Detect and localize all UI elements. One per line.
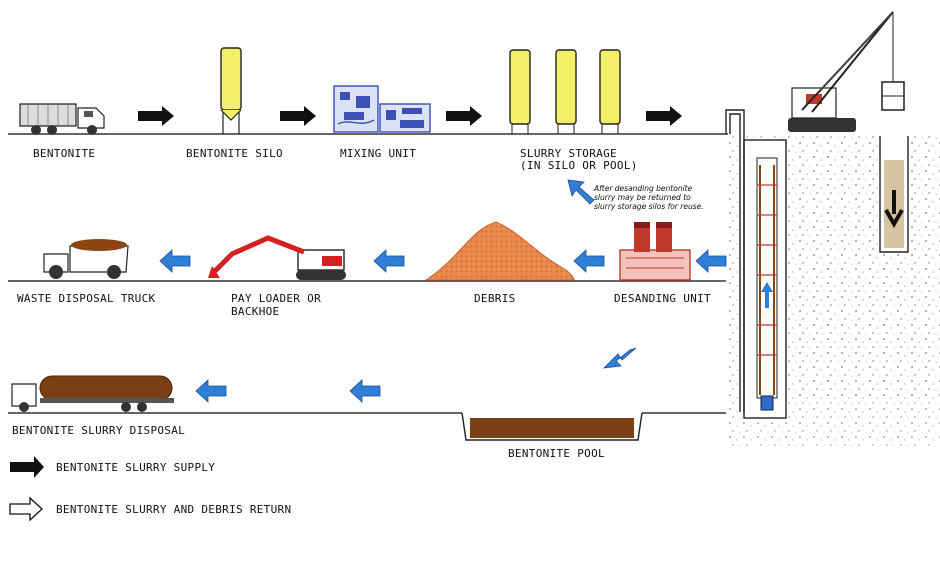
bentonite-silo [220, 47, 242, 134]
trench [725, 109, 787, 419]
debris-pile [424, 221, 575, 281]
label-waste-disposal-truck: WASTE DISPOSAL TRUCK [17, 292, 156, 305]
label-pay-loader: PAY LOADER OR [231, 292, 321, 305]
desanding-unit [619, 222, 691, 281]
legend-return-label: BENTONITE SLURRY AND DEBRIS RETURN [56, 503, 292, 516]
legend-return-arrow [9, 496, 43, 522]
bentonite-truck [19, 103, 105, 135]
label-slurry-storage: SLURRY STORAGE [520, 147, 617, 160]
backhoe [208, 235, 346, 280]
reuse-note-line: slurry storage silos for reuse. [594, 202, 704, 211]
waste-disposal-truck [43, 239, 129, 279]
reuse-note-line: After desanding bentonite [594, 184, 693, 193]
ground-lines [8, 133, 728, 414]
label-bentonite-slurry-disposal: BENTONITE SLURRY DISPOSAL [12, 424, 186, 437]
excavation-pit [879, 136, 909, 253]
label-mixing-unit: MIXING UNIT [340, 147, 417, 160]
slurry-disposal-tanker [11, 375, 174, 412]
reuse-note: After desanding bentonite slurry may be … [594, 184, 744, 211]
slurry-storage-silos [509, 49, 621, 134]
reuse-note-line: slurry may be returned to [594, 193, 691, 202]
legend-supply-label: BENTONITE SLURRY SUPPLY [56, 461, 216, 474]
label-slurry-storage-sub: (IN SILO OR POOL) [520, 159, 638, 172]
crane [788, 11, 905, 132]
legend-supply-arrow [10, 456, 44, 478]
supply-arrows [138, 106, 682, 126]
label-bentonite: BENTONITE [33, 147, 96, 160]
label-bentonite-silo: BENTONITE SILO [186, 147, 283, 160]
mixing-unit [333, 85, 431, 133]
return-arrows [159, 179, 727, 403]
label-debris: DEBRIS [474, 292, 516, 305]
label-pay-loader-sub: BACKHOE [231, 305, 280, 318]
label-desanding-unit: DESANDING UNIT [614, 292, 711, 305]
bentonite-pool [461, 412, 643, 441]
label-bentonite-pool: BENTONITE POOL [508, 447, 605, 460]
